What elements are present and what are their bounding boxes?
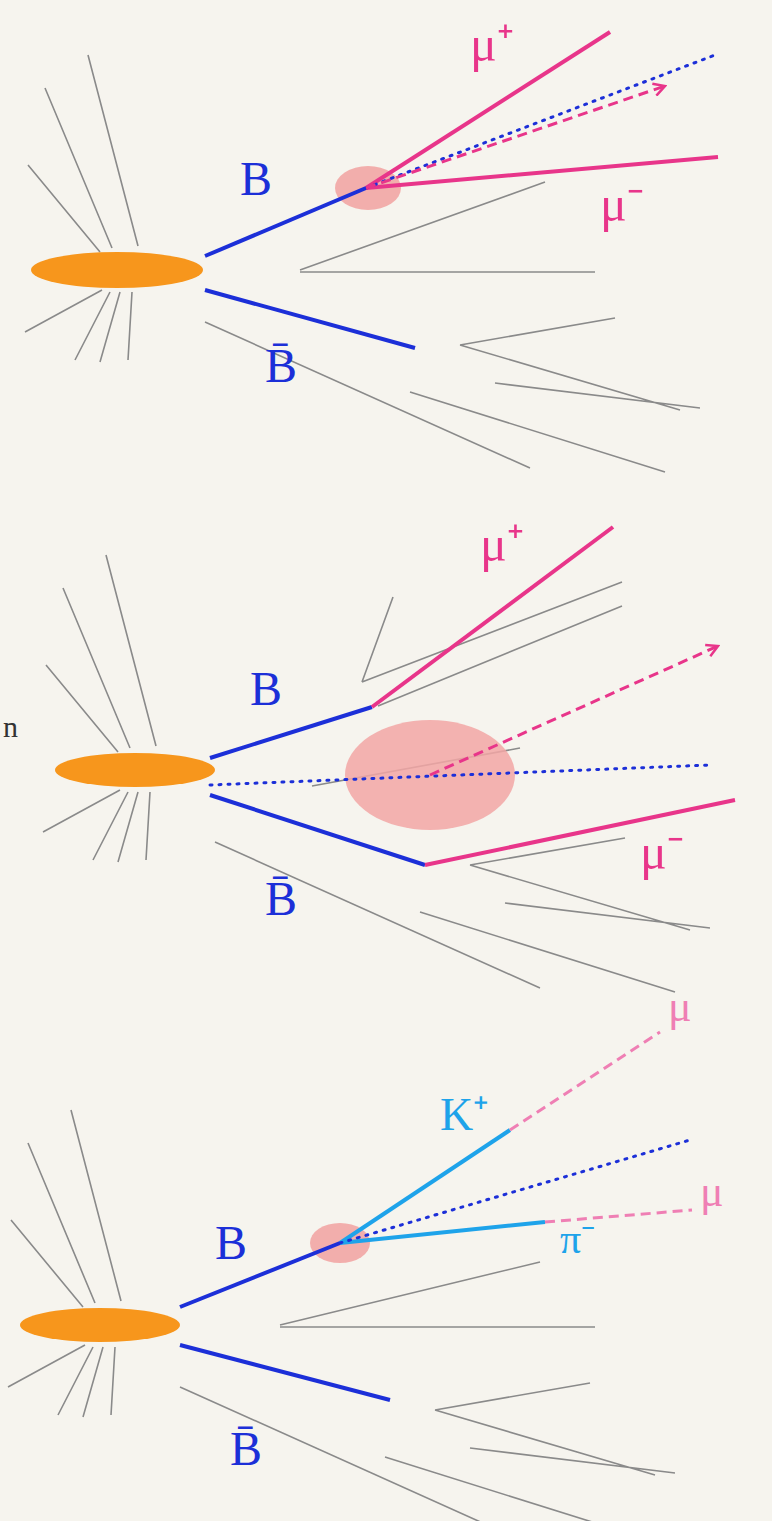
particle-label: B̄ [265,342,297,390]
particle-label: K⁺ [440,1092,489,1138]
particle-label: B [215,1219,247,1267]
b-meson-track [205,188,366,256]
kaon-track [340,1130,510,1243]
cropped-text: n [3,712,18,742]
collision-point [20,1308,180,1342]
particle-label: B̄ [230,1425,262,1473]
particle-label: μ [700,1170,724,1214]
neutrino-track [340,1140,690,1243]
particle-label: B̄ [265,875,297,923]
bbar-meson-track [205,290,415,348]
bbar-meson-track [180,1345,390,1400]
grey-tracks [8,1110,675,1521]
particle-label: μ⁻ [600,179,644,229]
collision-point [55,753,215,787]
particle-label: B [250,665,282,713]
pion-track [340,1222,545,1243]
panel-two [43,527,735,992]
collision-point [31,252,203,288]
grey-tracks [43,555,710,992]
b-meson-track [210,707,372,758]
particle-label: μ [668,985,692,1029]
muon-track [366,157,718,188]
particle-label: μ⁺ [470,19,514,69]
neutrino-track [366,55,715,188]
particle-label: μ⁻ [640,827,684,877]
particle-label: μ⁺ [480,519,524,569]
grey-tracks [25,55,700,472]
invisible-track [430,646,718,775]
panel-one [25,32,718,472]
misid-muon-track [510,1032,660,1130]
invisible-track [366,86,665,188]
neutrino-track [210,765,710,785]
particle-label: B [240,155,272,203]
b-meson-track [180,1243,340,1307]
panel-three [8,1032,692,1521]
particle-label: π⁻ [560,1218,595,1260]
